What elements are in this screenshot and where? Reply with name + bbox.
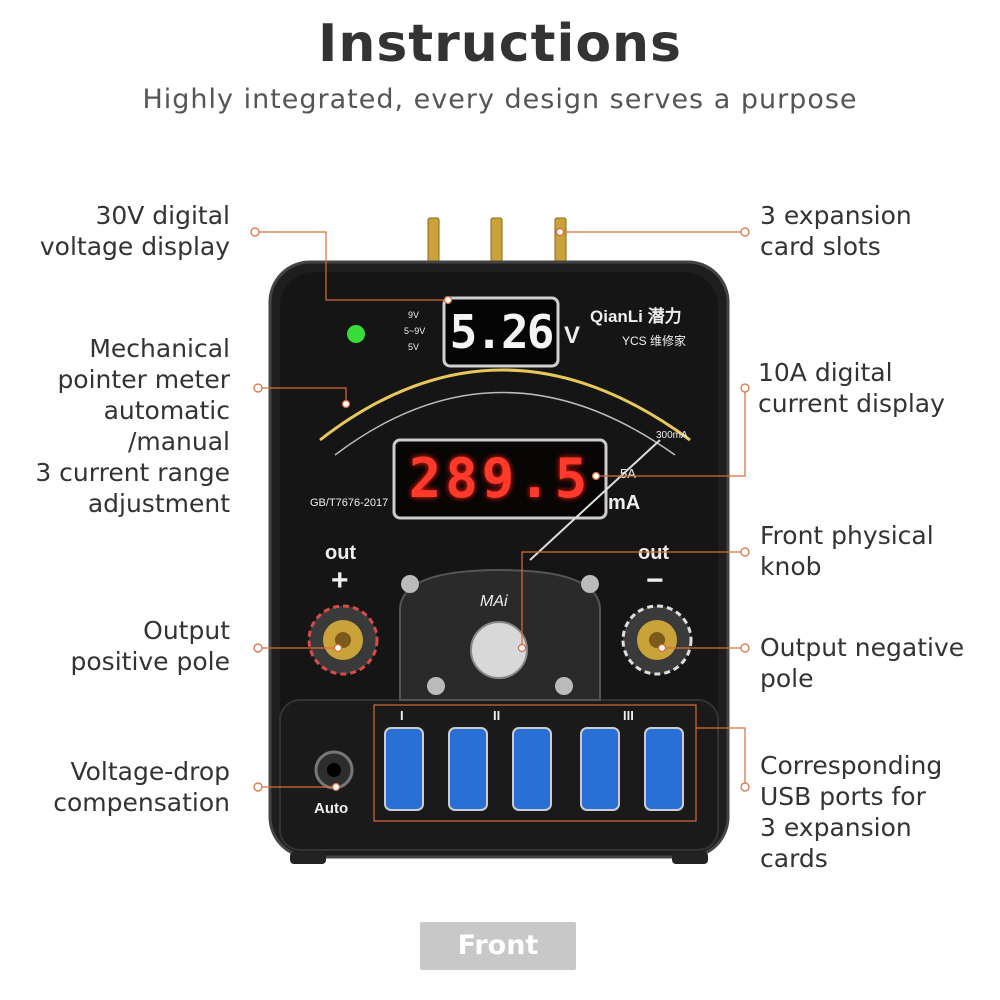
led-label-5-9v: 5~9V xyxy=(404,326,426,336)
minus-sign: − xyxy=(646,564,664,597)
usb-group-2-label: II xyxy=(493,708,501,723)
usb-port xyxy=(448,727,488,811)
page-title: Instructions xyxy=(317,14,683,74)
meter-scale xyxy=(319,368,691,442)
usb-group-1-label: I xyxy=(400,708,404,723)
knob-logo: MAi xyxy=(480,593,508,610)
standard-label: GB/T7676-2017 xyxy=(310,497,389,509)
cobrand-logo: YCS 维修家 xyxy=(622,334,687,348)
page-subtitle: Highly integrated, every design serves a… xyxy=(142,84,858,115)
plus-sign: + xyxy=(331,564,349,597)
meter-needle xyxy=(529,439,661,561)
led-label-5v: 5V xyxy=(408,342,420,352)
current-unit: mA xyxy=(608,492,641,514)
voltage-unit: V xyxy=(564,322,581,349)
usb-port xyxy=(384,727,424,811)
usb-port xyxy=(512,727,552,811)
usb-ports xyxy=(384,727,684,811)
voltage-readout: 5.26 xyxy=(449,305,555,359)
current-readout: 289.5 xyxy=(408,447,592,510)
status-led xyxy=(347,325,365,343)
front-view-label: Front xyxy=(420,922,576,970)
usb-port xyxy=(644,727,684,811)
brand-logo: QianLi 潜力 xyxy=(590,307,682,326)
range-5a-label: 5A xyxy=(620,466,636,481)
range-300ma-label: 300mA xyxy=(656,430,688,441)
out-negative-label: out xyxy=(638,542,670,564)
usb-port xyxy=(580,727,620,811)
auto-label: Auto xyxy=(314,800,349,817)
usb-group-3-label: III xyxy=(623,708,634,723)
led-label-9v: 9V xyxy=(408,310,420,320)
out-positive-label: out xyxy=(325,542,357,564)
front-knob xyxy=(470,621,528,679)
